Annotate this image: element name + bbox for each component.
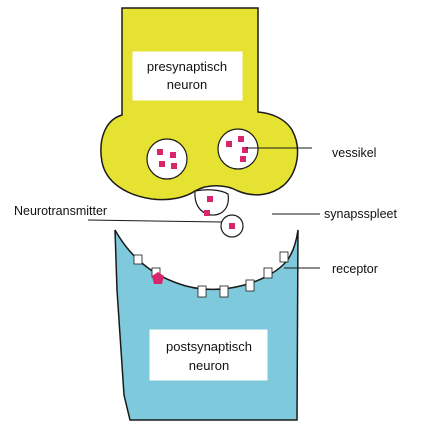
receptor-site xyxy=(220,286,228,297)
neurotransmitter-dot xyxy=(159,161,165,167)
cleft-label: synapsspleet xyxy=(324,207,397,221)
neurotransmitter-dot xyxy=(171,163,177,169)
presynaptic-neuron xyxy=(101,8,298,200)
neurotransmitter-dot xyxy=(238,136,244,142)
vesicle-label: vessikel xyxy=(332,146,376,160)
postsynaptic-label-line2: neuron xyxy=(189,358,229,373)
receptor-site xyxy=(246,280,254,291)
postsynaptic-label-line1: postsynaptisch xyxy=(166,339,252,354)
neurotransmitter-dot xyxy=(204,210,210,216)
presynaptic-label-line1: presynaptisch xyxy=(147,59,227,74)
neurotransmitter-label: Neurotransmitter xyxy=(14,204,107,218)
receptor-site xyxy=(198,286,206,297)
receptor-site xyxy=(264,268,272,278)
neurotransmitter-dot xyxy=(229,223,235,229)
fusing-vesicle xyxy=(195,190,228,215)
neurotransmitter-dot xyxy=(207,196,213,202)
neurotransmitter-leader-line xyxy=(88,220,222,222)
receptor-label: receptor xyxy=(332,262,378,276)
postsynaptic-neuron xyxy=(115,230,298,420)
vesicle-right xyxy=(218,129,258,169)
neurotransmitter-dot xyxy=(240,156,246,162)
vesicle-left xyxy=(147,139,187,179)
presynaptic-label-line2: neuron xyxy=(167,77,207,92)
neurotransmitter-dot xyxy=(157,149,163,155)
receptor-site xyxy=(280,252,288,262)
receptor-site xyxy=(134,255,142,264)
neurotransmitter-dot xyxy=(170,152,176,158)
neurotransmitter-dot xyxy=(226,141,232,147)
